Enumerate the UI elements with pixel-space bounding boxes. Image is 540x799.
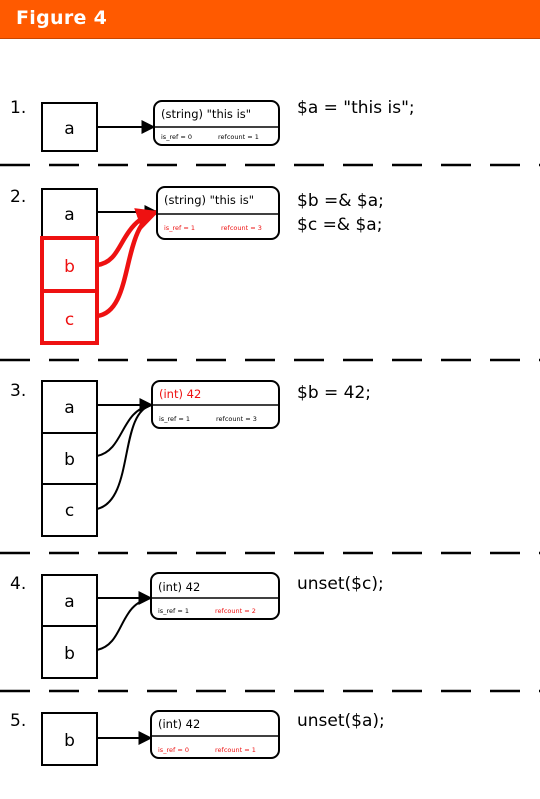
zval-refcount: refcount = 3 — [221, 224, 262, 232]
zval-box — [153, 100, 280, 146]
zval-is-ref: is_ref = 0 — [161, 133, 192, 141]
step-number: 4. — [10, 574, 26, 594]
code-line: unset($c); — [297, 574, 384, 594]
step-number: 3. — [10, 381, 26, 401]
zval-type: (string) "this is" — [161, 107, 251, 121]
variable-box-b — [41, 625, 98, 679]
zval-refcount: refcount = 1 — [218, 133, 259, 141]
reference-curve-b — [96, 404, 153, 457]
zval-box — [150, 710, 280, 759]
variable-label: b — [64, 257, 75, 277]
variable-label: a — [64, 205, 74, 225]
step-3: 3. a b c (int) 42 is_ref = 1 refcount = … — [10, 380, 371, 537]
variable-label: c — [65, 310, 74, 330]
figure-header: Figure 4 — [0, 0, 540, 39]
variable-label: b — [64, 731, 75, 751]
step-number: 1. — [10, 98, 26, 118]
step-1: 1. a (string) "this is" is_ref = 0 refco… — [10, 98, 415, 152]
zval-refcount: refcount = 2 — [215, 607, 256, 615]
variable-box-c — [41, 483, 98, 537]
variable-box-b — [41, 432, 98, 485]
zval-box — [150, 572, 280, 620]
zval-refcount: refcount = 1 — [215, 746, 256, 754]
code-line: unset($a); — [297, 711, 385, 731]
zval-is-ref: is_ref = 1 — [159, 415, 190, 423]
variable-label: c — [65, 501, 74, 521]
zval-type: (int) 42 — [158, 717, 200, 731]
code-line: $b = 42; — [297, 383, 371, 403]
variable-box-a — [41, 574, 98, 627]
zval-type: (string) "this is" — [164, 193, 254, 207]
zval-box — [156, 186, 280, 240]
zval-type: (int) 42 — [158, 580, 200, 594]
figure-title: Figure 4 — [16, 7, 108, 29]
variable-box-a — [41, 380, 98, 434]
code-line: $c =& $a; — [297, 215, 382, 235]
variable-label: b — [64, 644, 75, 664]
reference-curve-c — [96, 404, 153, 510]
variable-label: a — [64, 398, 74, 418]
variable-box-b — [41, 712, 98, 766]
step-number: 5. — [10, 711, 26, 731]
variable-box-c — [40, 289, 99, 345]
zval-is-ref: is_ref = 0 — [158, 746, 189, 754]
variable-label: a — [64, 119, 74, 139]
variable-label: b — [64, 450, 75, 470]
step-5: 5. b (int) 42 is_ref = 0 refcount = 1 un… — [10, 710, 385, 766]
step-4: 4. a b (int) 42 is_ref = 1 refcount = 2 … — [10, 572, 384, 679]
code-line: $b =& $a; — [297, 191, 384, 211]
zval-is-ref: is_ref = 1 — [158, 607, 189, 615]
separators — [0, 163, 540, 693]
zval-is-ref: is_ref = 1 — [164, 224, 195, 232]
step-number: 2. — [10, 187, 26, 207]
step-2: 2. a b c (string) "this is" is_ref = 1 r… — [10, 186, 384, 345]
variable-label: a — [64, 592, 74, 612]
reference-curve-b — [96, 597, 152, 651]
reference-curve-c — [96, 208, 160, 319]
zval-type: (int) 42 — [159, 387, 201, 401]
zval-refcount: refcount = 3 — [216, 415, 257, 423]
code-line: $a = "this is"; — [297, 98, 415, 118]
